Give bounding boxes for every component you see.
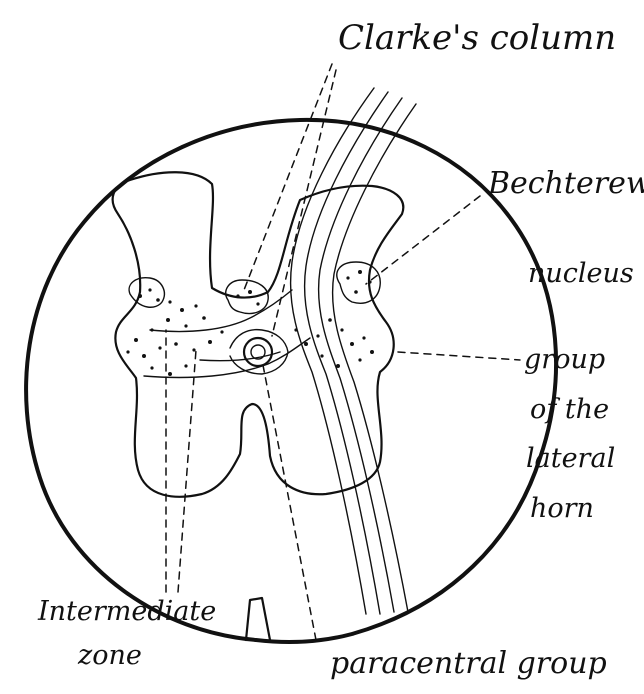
lateral-group-line-4: horn — [530, 493, 594, 525]
central-canal — [244, 338, 272, 366]
lateral-group-line-3: lateral — [526, 443, 615, 475]
lateral-group-line-1: group — [524, 344, 605, 376]
paracentral-group-label: paracentral group — [330, 646, 607, 681]
anterior-fissure — [246, 598, 270, 640]
intermediate-zone-line-2: zone — [78, 640, 142, 672]
intermediate-zone-line-1: Intermediate — [38, 596, 216, 628]
lateral-group-line-2: of the — [530, 394, 609, 426]
cell-speckles — [126, 270, 374, 376]
left-nucleus-outline — [129, 278, 164, 308]
clarkes-column-label: Clarke's column — [338, 18, 616, 58]
bechterews-label: Bechterew's — [488, 166, 644, 201]
nucleus-label: nucleus — [528, 258, 634, 290]
bechterew-nucleus-outline — [337, 262, 380, 303]
fiber-bundle — [291, 88, 416, 614]
